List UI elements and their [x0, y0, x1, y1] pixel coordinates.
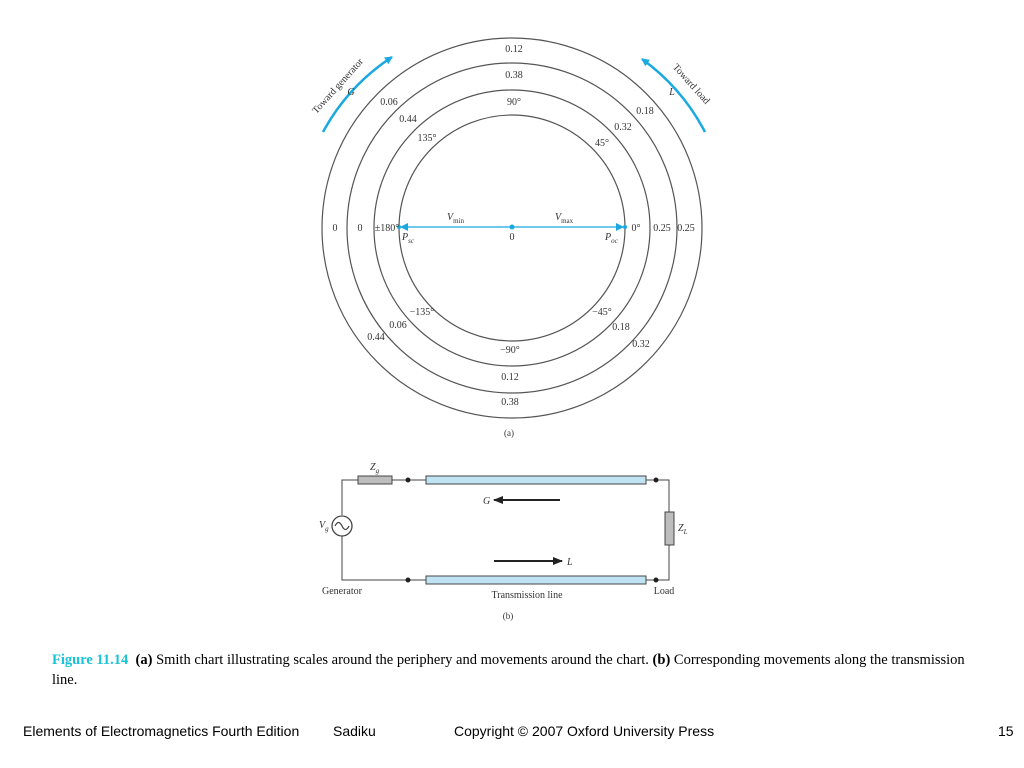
- smith-chart: Toward generator G Toward load L 0.12 0.…: [310, 37, 712, 438]
- poc-point: [623, 225, 627, 229]
- ll-angle-label: −135°: [410, 307, 435, 318]
- ring3-left-label: ±180°: [375, 223, 400, 234]
- ul-inner-label: 0.44: [399, 114, 417, 125]
- ll-inner-label: 0.06: [389, 320, 407, 331]
- footer-book-title: Elements of Electromagnetics Fourth Edit…: [23, 723, 300, 739]
- toward-generator-arrow: [321, 55, 393, 133]
- toward-load-letter: L: [668, 87, 675, 98]
- zl-label: ZL: [678, 523, 688, 536]
- figure-number: Figure 11.14: [52, 652, 129, 668]
- ring2-left-label: 0: [358, 223, 363, 234]
- footer-copyright: Copyright © 2007 Oxford University Press: [454, 723, 715, 739]
- l-arrow-label: L: [566, 557, 573, 568]
- load-right-top-wire: [656, 479, 670, 512]
- center-point: [509, 224, 515, 230]
- ring3-right-label: 0°: [632, 223, 641, 234]
- generator-bottom-wire: [341, 536, 426, 581]
- outer-top-label: 0.12: [505, 44, 523, 55]
- poc-label: Poc: [604, 232, 619, 245]
- ll-outer-label: 0.44: [367, 332, 385, 343]
- node-dot: [653, 477, 659, 483]
- ring2-top-label: 0.38: [505, 70, 523, 81]
- lr-inner-label: 0.18: [612, 322, 630, 333]
- outer-bottom-label: 0.38: [501, 397, 519, 408]
- lr-angle-label: −45°: [592, 307, 612, 318]
- transmission-line-top: [425, 475, 647, 485]
- node-dot: [405, 477, 411, 483]
- sublabel-b: (b): [503, 611, 514, 621]
- load-label: Load: [654, 586, 675, 597]
- vmax-label: Vmax: [555, 212, 574, 225]
- footer-author: Sadiku: [333, 723, 376, 739]
- vmin-label: Vmin: [447, 212, 464, 225]
- ur-angle-label: 45°: [595, 138, 609, 149]
- load-right-bottom-wire: [656, 545, 670, 581]
- lr-outer-label: 0.32: [632, 339, 650, 350]
- psc-label: Psc: [401, 232, 415, 245]
- figure-caption: Figure 11.14 (a) Smith chart illustratin…: [52, 650, 982, 690]
- node-dot: [653, 577, 659, 583]
- toward-load-arrow: [641, 57, 707, 133]
- footer-page-number: 15: [998, 723, 1014, 739]
- ring2-circle: [346, 62, 678, 394]
- node-dot: [405, 577, 411, 583]
- ring3-top-label: 90°: [507, 97, 521, 108]
- caption-part-b-label: (b): [652, 652, 671, 668]
- psc-point: [397, 225, 401, 229]
- generator-label: Generator: [322, 586, 363, 597]
- outer-right-label: 0.25: [677, 223, 695, 234]
- ring2-bottom-label: 0.12: [501, 372, 519, 383]
- ul-angle-label: 135°: [418, 133, 437, 144]
- ring3-circle: [373, 89, 651, 367]
- zg-label: Zg: [370, 462, 380, 475]
- outer-left-label: 0: [333, 223, 338, 234]
- caption-part-b-text: Corresponding movements along the transm…: [52, 652, 965, 688]
- sublabel-a: (a): [504, 428, 514, 438]
- toward-load-label: Toward load: [670, 62, 712, 107]
- ur-outer-label: 0.18: [636, 106, 654, 117]
- transmission-line-label: Transmission line: [491, 590, 563, 601]
- zg-resistor: [357, 475, 393, 485]
- ur-inner-label: 0.32: [614, 122, 632, 133]
- caption-part-a-label: (a): [135, 652, 153, 668]
- g-arrow-label: G: [483, 496, 490, 507]
- center-label: 0: [510, 232, 515, 243]
- vg-label: Vg: [319, 520, 329, 533]
- transmission-line-diagram: Zg Vg ZL G L Generator Transmission line…: [319, 462, 688, 621]
- outer-circle: [321, 37, 703, 419]
- toward-generator-letter: G: [347, 87, 354, 98]
- caption-part-a-text: Smith chart illustrating scales around t…: [152, 652, 653, 668]
- sine-icon: [334, 521, 350, 531]
- transmission-line-bottom: [425, 575, 647, 585]
- generator-top-wire: [341, 479, 358, 515]
- ring3-bottom-label: −90°: [500, 345, 520, 356]
- ul-outer-label: 0.06: [380, 97, 398, 108]
- zl-resistor: [664, 511, 675, 546]
- ring2-right-label: 0.25: [653, 223, 671, 234]
